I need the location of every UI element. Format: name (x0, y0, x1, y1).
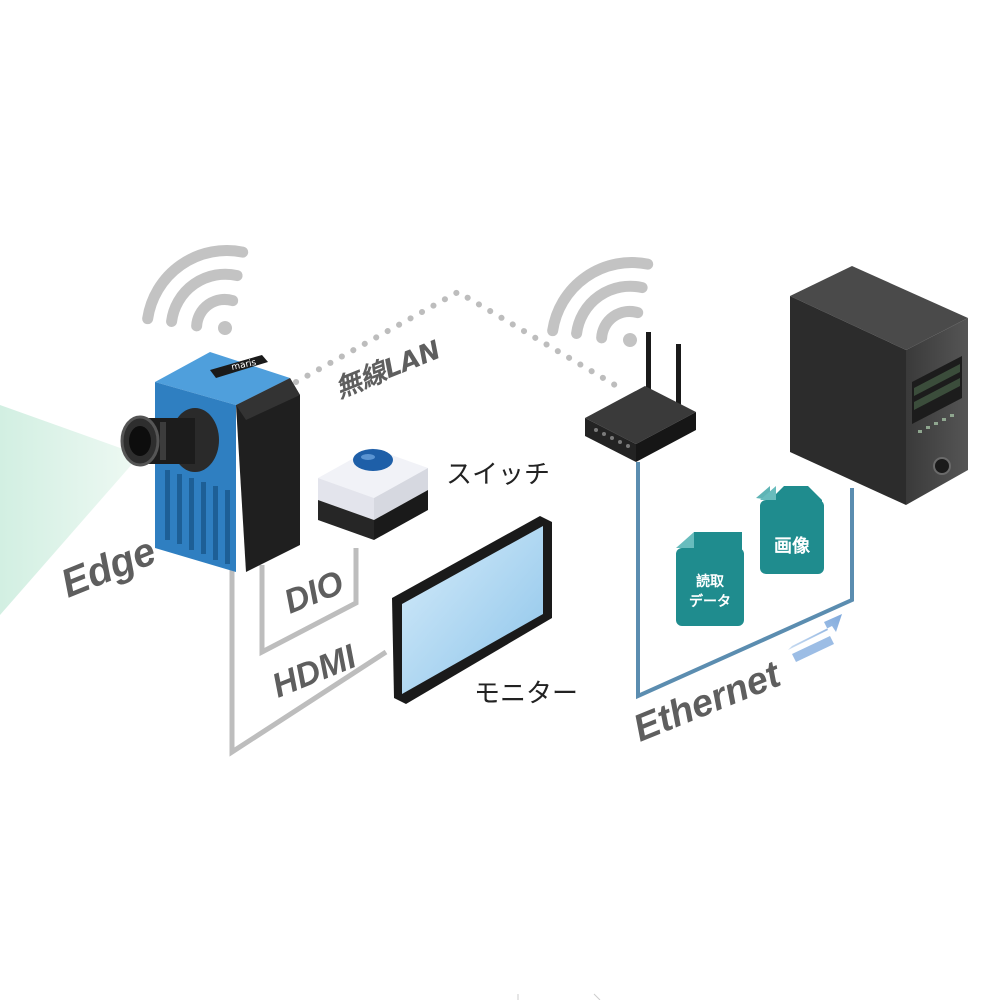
wireless-link (293, 288, 623, 391)
hdmi-label: HDMI (267, 637, 363, 705)
switch-device (318, 448, 428, 540)
server-icon (790, 266, 968, 505)
camera-field-of-view (0, 405, 140, 615)
edge-camera: maris (120, 352, 300, 572)
arrow-icon (788, 614, 842, 662)
cables (229, 548, 388, 757)
wifi-icon (547, 257, 654, 347)
ethernet-cable (636, 462, 854, 700)
wireless-lan-label: 無線LAN (330, 335, 445, 405)
doc-read-label-line2: データ (689, 593, 731, 610)
hdmi-cable (229, 565, 388, 757)
document-icon: 読取 データ (676, 532, 744, 626)
camera-lens (120, 408, 219, 472)
router-icon (585, 332, 696, 462)
doc-image-label: 画像 (774, 536, 811, 557)
doc-read-label-line1: 読取 (696, 573, 725, 590)
dio-cable (259, 548, 359, 657)
document-icon: 画像 (756, 486, 824, 574)
edge-label: Edge (55, 529, 162, 606)
monitor-device (392, 516, 552, 704)
switch-label: スイッチ (446, 460, 550, 490)
switch-button (353, 449, 393, 471)
ethernet-label: Ethernet (628, 653, 788, 750)
wifi-icon (142, 245, 249, 335)
monitor-label: モニター (474, 679, 578, 709)
bottom-tick (593, 993, 601, 1000)
